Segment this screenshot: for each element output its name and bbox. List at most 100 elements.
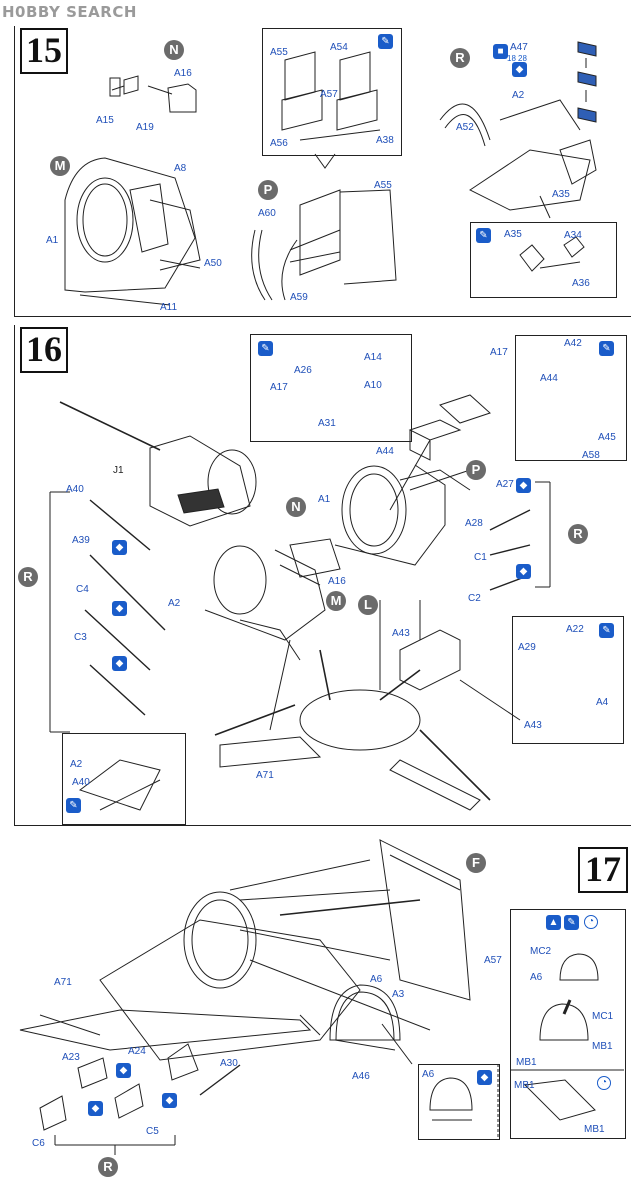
part-label: A39: [72, 535, 90, 546]
part-label: A44: [376, 446, 394, 457]
part-label: C1: [474, 552, 487, 563]
part-label: A15: [96, 115, 114, 126]
part-label: C5: [146, 1126, 159, 1137]
part-label: A16: [174, 68, 192, 79]
part-label: A55: [270, 47, 288, 58]
marker-r-16-left: R: [18, 567, 38, 587]
part-label: A56: [270, 138, 288, 149]
part-label: A36: [572, 278, 590, 289]
color-chip-icon: ◆: [88, 1101, 103, 1116]
part-label: A52: [456, 122, 474, 133]
color-chip-icon: ◆: [516, 564, 531, 579]
part-label: MB1: [584, 1124, 605, 1135]
paint-brush-icon: ✎: [599, 623, 614, 638]
part-label: A23: [62, 1052, 80, 1063]
part-label: MC1: [592, 1011, 614, 1022]
glue-icon: ◔: [584, 915, 598, 929]
part-label: A29: [518, 642, 536, 653]
glue-icon: ◔: [597, 1076, 611, 1090]
marker-m-15: M: [50, 156, 70, 176]
part-label: C4: [76, 584, 89, 595]
part-label: J1: [113, 465, 124, 476]
part-label: A14: [364, 352, 382, 363]
step-number-17: 17: [578, 847, 628, 893]
part-label: A16: [328, 576, 346, 587]
part-label: A71: [256, 770, 274, 781]
paint-brush-icon: ✎: [564, 915, 579, 930]
paint-brush-icon: ✎: [258, 341, 273, 356]
part-a15-a19: [109, 75, 139, 97]
color-chip-icon: ◆: [112, 601, 127, 616]
part-label: A2: [168, 598, 181, 609]
paint-number-18: 18: [507, 54, 516, 63]
color-chip-icon: ■: [493, 44, 508, 59]
part-label: A6: [422, 1069, 435, 1080]
part-label: A11: [160, 302, 178, 313]
inset-a6-mb1: [510, 909, 626, 1139]
part-label: C2: [468, 593, 481, 604]
part-label: MC2: [530, 946, 552, 957]
hobbysearch-logo: H0BBY SEARCH: [2, 3, 137, 21]
color-chip-icon: ▲: [546, 915, 561, 930]
inset-a42-a58: [515, 335, 627, 461]
step-15-frame: [14, 26, 631, 317]
part-label: A19: [136, 122, 154, 133]
color-chip-icon: ◆: [112, 656, 127, 671]
part-label: A59: [290, 292, 308, 303]
marker-p-15: P: [258, 180, 278, 200]
part-label: A50: [204, 258, 222, 269]
step-number-16: 16: [20, 327, 68, 373]
part-label: A1: [318, 494, 331, 505]
site-header: H0BBY SEARCH: [0, 0, 640, 24]
part-label: A43: [392, 628, 410, 639]
inset-a2-a40: [62, 733, 186, 825]
part-label: A43: [524, 720, 542, 731]
part-label: A31: [318, 418, 336, 429]
part-a16: [167, 83, 197, 113]
part-label: A17: [270, 382, 288, 393]
part-label: A60: [258, 208, 276, 219]
step-number-15: 15: [20, 28, 68, 74]
part-label: A10: [364, 380, 382, 391]
part-label: MB1: [592, 1041, 613, 1052]
part-label: A54: [330, 42, 348, 53]
color-chip-icon: ◆: [512, 62, 527, 77]
part-label: A22: [566, 624, 584, 635]
part-label: A24: [128, 1046, 146, 1057]
marker-n-15: N: [164, 40, 184, 60]
color-chip-icon: ◆: [516, 478, 531, 493]
marker-r-16-right: R: [568, 524, 588, 544]
part-label: A47: [510, 42, 528, 53]
part-label: C6: [32, 1138, 45, 1149]
part-label: A57: [320, 89, 338, 100]
paint-brush-icon: ✎: [66, 798, 81, 813]
part-label: A2: [512, 90, 525, 101]
part-label: A42: [564, 338, 582, 349]
part-label: A71: [54, 977, 72, 988]
part-label: A2: [70, 759, 83, 770]
inset-a14-a31: [250, 334, 412, 442]
marker-p-16: P: [466, 460, 486, 480]
part-label: A26: [294, 365, 312, 376]
paint-number-28: 28: [518, 54, 527, 63]
part-label: A1: [46, 235, 59, 246]
color-chip-icon: ◆: [162, 1093, 177, 1108]
part-label: A57: [484, 955, 502, 966]
paint-brush-icon: ✎: [378, 34, 393, 49]
part-label: A40: [66, 484, 84, 495]
part-label: A3: [392, 989, 405, 1000]
part-label: A55: [374, 180, 392, 191]
marker-n-16: N: [286, 497, 306, 517]
marker-l-16: L: [358, 595, 378, 615]
part-label: A6: [530, 972, 543, 983]
step-16-frame: [14, 325, 631, 826]
part-label: A17: [490, 347, 508, 358]
marker-r-17: R: [98, 1157, 118, 1177]
part-label: A35: [504, 229, 522, 240]
part-label: A27: [496, 479, 514, 490]
part-label: A44: [540, 373, 558, 384]
part-label: C3: [74, 632, 87, 643]
color-chip-icon: ◆: [116, 1063, 131, 1078]
marker-m-16: M: [326, 591, 346, 611]
